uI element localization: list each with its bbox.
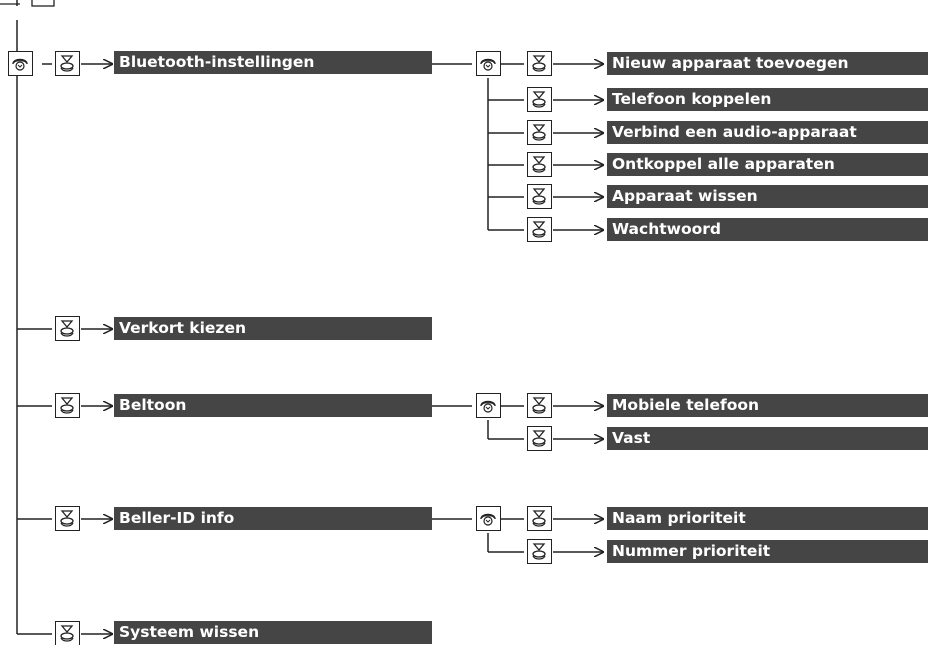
- talk-button: [476, 506, 501, 531]
- pick-up-button: [527, 426, 552, 451]
- pick-up-icon: [60, 55, 74, 72]
- talk-icon: [12, 58, 28, 71]
- pick-up-button: [527, 184, 552, 209]
- pick-up-button: [527, 539, 552, 564]
- menu-item-disconnect-all-devices: Ontkoppel alle apparaten: [607, 153, 928, 176]
- menu-item-caller-id-info: Beller-ID info: [114, 507, 432, 530]
- pick-up-icon: [532, 55, 546, 72]
- menu-item-add-new-device: Nieuw apparaat toevoegen: [607, 52, 928, 75]
- pick-up-button: [527, 393, 552, 418]
- pick-up-icon: [532, 188, 546, 205]
- menu-item-name-priority: Naam prioriteit: [607, 507, 928, 530]
- menu-item-passcode: Wachtwoord: [607, 218, 928, 241]
- talk-button: [476, 393, 501, 418]
- pick-up-icon: [532, 124, 546, 141]
- pick-up-icon: [532, 430, 546, 447]
- pick-up-icon: [532, 543, 546, 560]
- pick-up-icon: [532, 156, 546, 173]
- pick-up-icon: [60, 397, 74, 414]
- menu-item-pair-phone: Telefoon koppelen: [607, 88, 928, 111]
- pick-up-button: [55, 316, 80, 341]
- menu-item-speed-dial: Verkort kiezen: [114, 317, 432, 340]
- pick-up-icon: [60, 320, 74, 337]
- pick-up-button: [55, 506, 80, 531]
- pick-up-button: [527, 217, 552, 242]
- pick-up-icon: [60, 625, 74, 642]
- pick-up-button: [527, 152, 552, 177]
- menu-item-delete-device: Apparaat wissen: [607, 185, 928, 208]
- pick-up-icon: [532, 221, 546, 238]
- talk-button: [476, 51, 501, 76]
- menu-item-connect-audio-device: Verbind een audio-apparaat: [607, 121, 928, 144]
- pick-up-button: [527, 51, 552, 76]
- pick-up-button: [55, 51, 80, 76]
- menu-item-mobile-phone: Mobiele telefoon: [607, 394, 928, 417]
- menu-item-fixed: Vast: [607, 427, 928, 450]
- pick-up-icon: [60, 510, 74, 527]
- pick-up-icon: [532, 397, 546, 414]
- menu-item-clear-system: Systeem wissen: [114, 621, 432, 644]
- pick-up-icon: [532, 510, 546, 527]
- pick-up-button: [527, 87, 552, 112]
- pick-up-button: [527, 506, 552, 531]
- menu-item-number-priority: Nummer prioriteit: [607, 540, 928, 563]
- pick-up-icon: [532, 91, 546, 108]
- talk-icon: [480, 400, 496, 413]
- menu-item-bluetooth-settings: Bluetooth-instellingen: [114, 51, 432, 74]
- menu-item-ringtone: Beltoon: [114, 394, 432, 417]
- pick-up-button: [527, 120, 552, 145]
- talk-button: [8, 51, 33, 76]
- talk-icon: [480, 58, 496, 71]
- pick-up-button: [55, 621, 80, 645]
- talk-icon: [480, 513, 496, 526]
- pick-up-button: [55, 393, 80, 418]
